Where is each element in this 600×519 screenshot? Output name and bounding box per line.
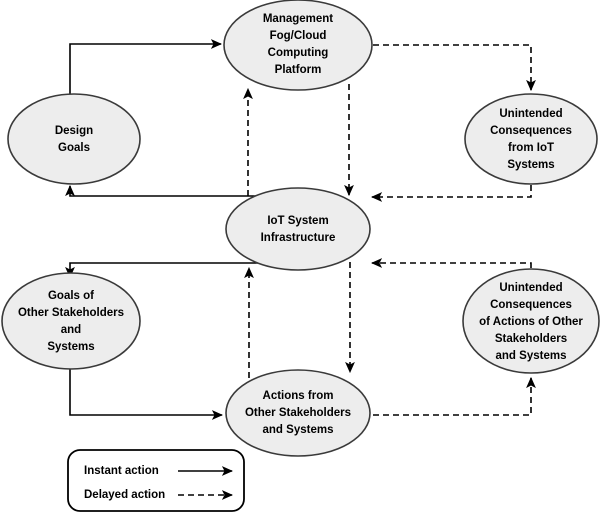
node-goals-other-stakeholders[interactable]: Goals of Other Stakeholders and Systems bbox=[1, 272, 141, 370]
node-actions-other-stakeholders-line-1: Other Stakeholders bbox=[245, 407, 351, 419]
legend-item-instant-label: Instant action bbox=[84, 465, 159, 477]
node-unintended-consequences-iot-line-0: Unintended bbox=[499, 108, 562, 120]
edge-design-goals-to-management bbox=[69, 39, 223, 94]
node-design-goals-line-1: Goals bbox=[58, 142, 90, 154]
node-management-platform[interactable]: Management Fog/Cloud Computing Platform bbox=[223, 0, 373, 91]
node-unintended-consequences-actions-line-3: Stakeholders bbox=[495, 333, 567, 345]
node-management-platform-shape bbox=[223, 0, 373, 91]
node-layer: Management Fog/Cloud Computing Platform … bbox=[1, 0, 600, 457]
node-design-goals[interactable]: Design Goals bbox=[7, 93, 141, 185]
node-unintended-consequences-actions-line-0: Unintended bbox=[499, 282, 562, 294]
node-iot-system-infrastructure[interactable]: IoT System Infrastructure bbox=[225, 187, 371, 271]
edge-iot-infrastructure-to-design-goals bbox=[65, 184, 258, 197]
node-unintended-consequences-actions-line-2: of Actions of Other bbox=[479, 316, 583, 328]
node-unintended-consequences-actions-line-1: Consequences bbox=[490, 299, 572, 311]
edge-layer bbox=[65, 39, 536, 420]
node-goals-other-stakeholders-line-3: Systems bbox=[47, 341, 94, 353]
node-unintended-consequences-iot-line-1: Consequences bbox=[490, 125, 572, 137]
node-actions-other-stakeholders-line-0: Actions from bbox=[263, 390, 334, 402]
node-management-platform-line-1: Fog/Cloud bbox=[270, 30, 327, 42]
legend: Instant action Delayed action bbox=[67, 449, 245, 512]
node-goals-other-stakeholders-line-1: Other Stakeholders bbox=[18, 307, 124, 319]
edge-iot-infrastructure-to-goals-other bbox=[65, 262, 258, 279]
node-unintended-consequences-actions-line-4: and Systems bbox=[496, 350, 567, 362]
legend-item-delayed-label: Delayed action bbox=[84, 489, 165, 501]
edge-unintended-iot-to-infrastructure bbox=[370, 185, 532, 202]
edge-goals-other-to-actions bbox=[69, 365, 224, 420]
node-iot-system-infrastructure-line-1: Infrastructure bbox=[261, 232, 336, 244]
node-actions-other-stakeholders-shape bbox=[225, 369, 371, 457]
node-design-goals-shape bbox=[7, 93, 141, 185]
node-actions-other-stakeholders[interactable]: Actions from Other Stakeholders and Syst… bbox=[225, 369, 371, 457]
legend-box bbox=[67, 449, 245, 512]
edge-unintended-actions-to-infrastructure bbox=[370, 258, 532, 268]
edge-actions-to-unintended-actions bbox=[373, 376, 536, 416]
node-iot-system-infrastructure-line-0: IoT System bbox=[267, 215, 328, 227]
legend-item-delayed: Delayed action bbox=[84, 489, 234, 501]
edge-management-to-unintended-iot bbox=[373, 44, 536, 92]
node-management-platform-line-3: Platform bbox=[275, 64, 322, 76]
legend-item-instant: Instant action bbox=[84, 465, 234, 477]
node-iot-system-infrastructure-shape bbox=[225, 187, 371, 271]
node-design-goals-line-0: Design bbox=[55, 125, 93, 137]
node-unintended-consequences-iot-line-2: from IoT bbox=[508, 142, 554, 154]
node-unintended-consequences-iot-line-3: Systems bbox=[507, 159, 554, 171]
node-goals-other-stakeholders-shape bbox=[1, 272, 141, 370]
node-goals-other-stakeholders-line-0: Goals of bbox=[48, 290, 94, 302]
node-management-platform-line-2: Computing bbox=[268, 47, 329, 59]
node-goals-other-stakeholders-line-2: and bbox=[61, 324, 81, 336]
node-unintended-consequences-actions-shape bbox=[462, 268, 600, 374]
node-unintended-consequences-actions[interactable]: Unintended Consequences of Actions of Ot… bbox=[462, 268, 600, 374]
node-management-platform-line-0: Management bbox=[263, 13, 333, 25]
node-unintended-consequences-iot[interactable]: Unintended Consequences from IoT Systems bbox=[464, 93, 598, 185]
node-actions-other-stakeholders-line-2: and Systems bbox=[263, 424, 334, 436]
node-unintended-consequences-iot-shape bbox=[464, 93, 598, 185]
